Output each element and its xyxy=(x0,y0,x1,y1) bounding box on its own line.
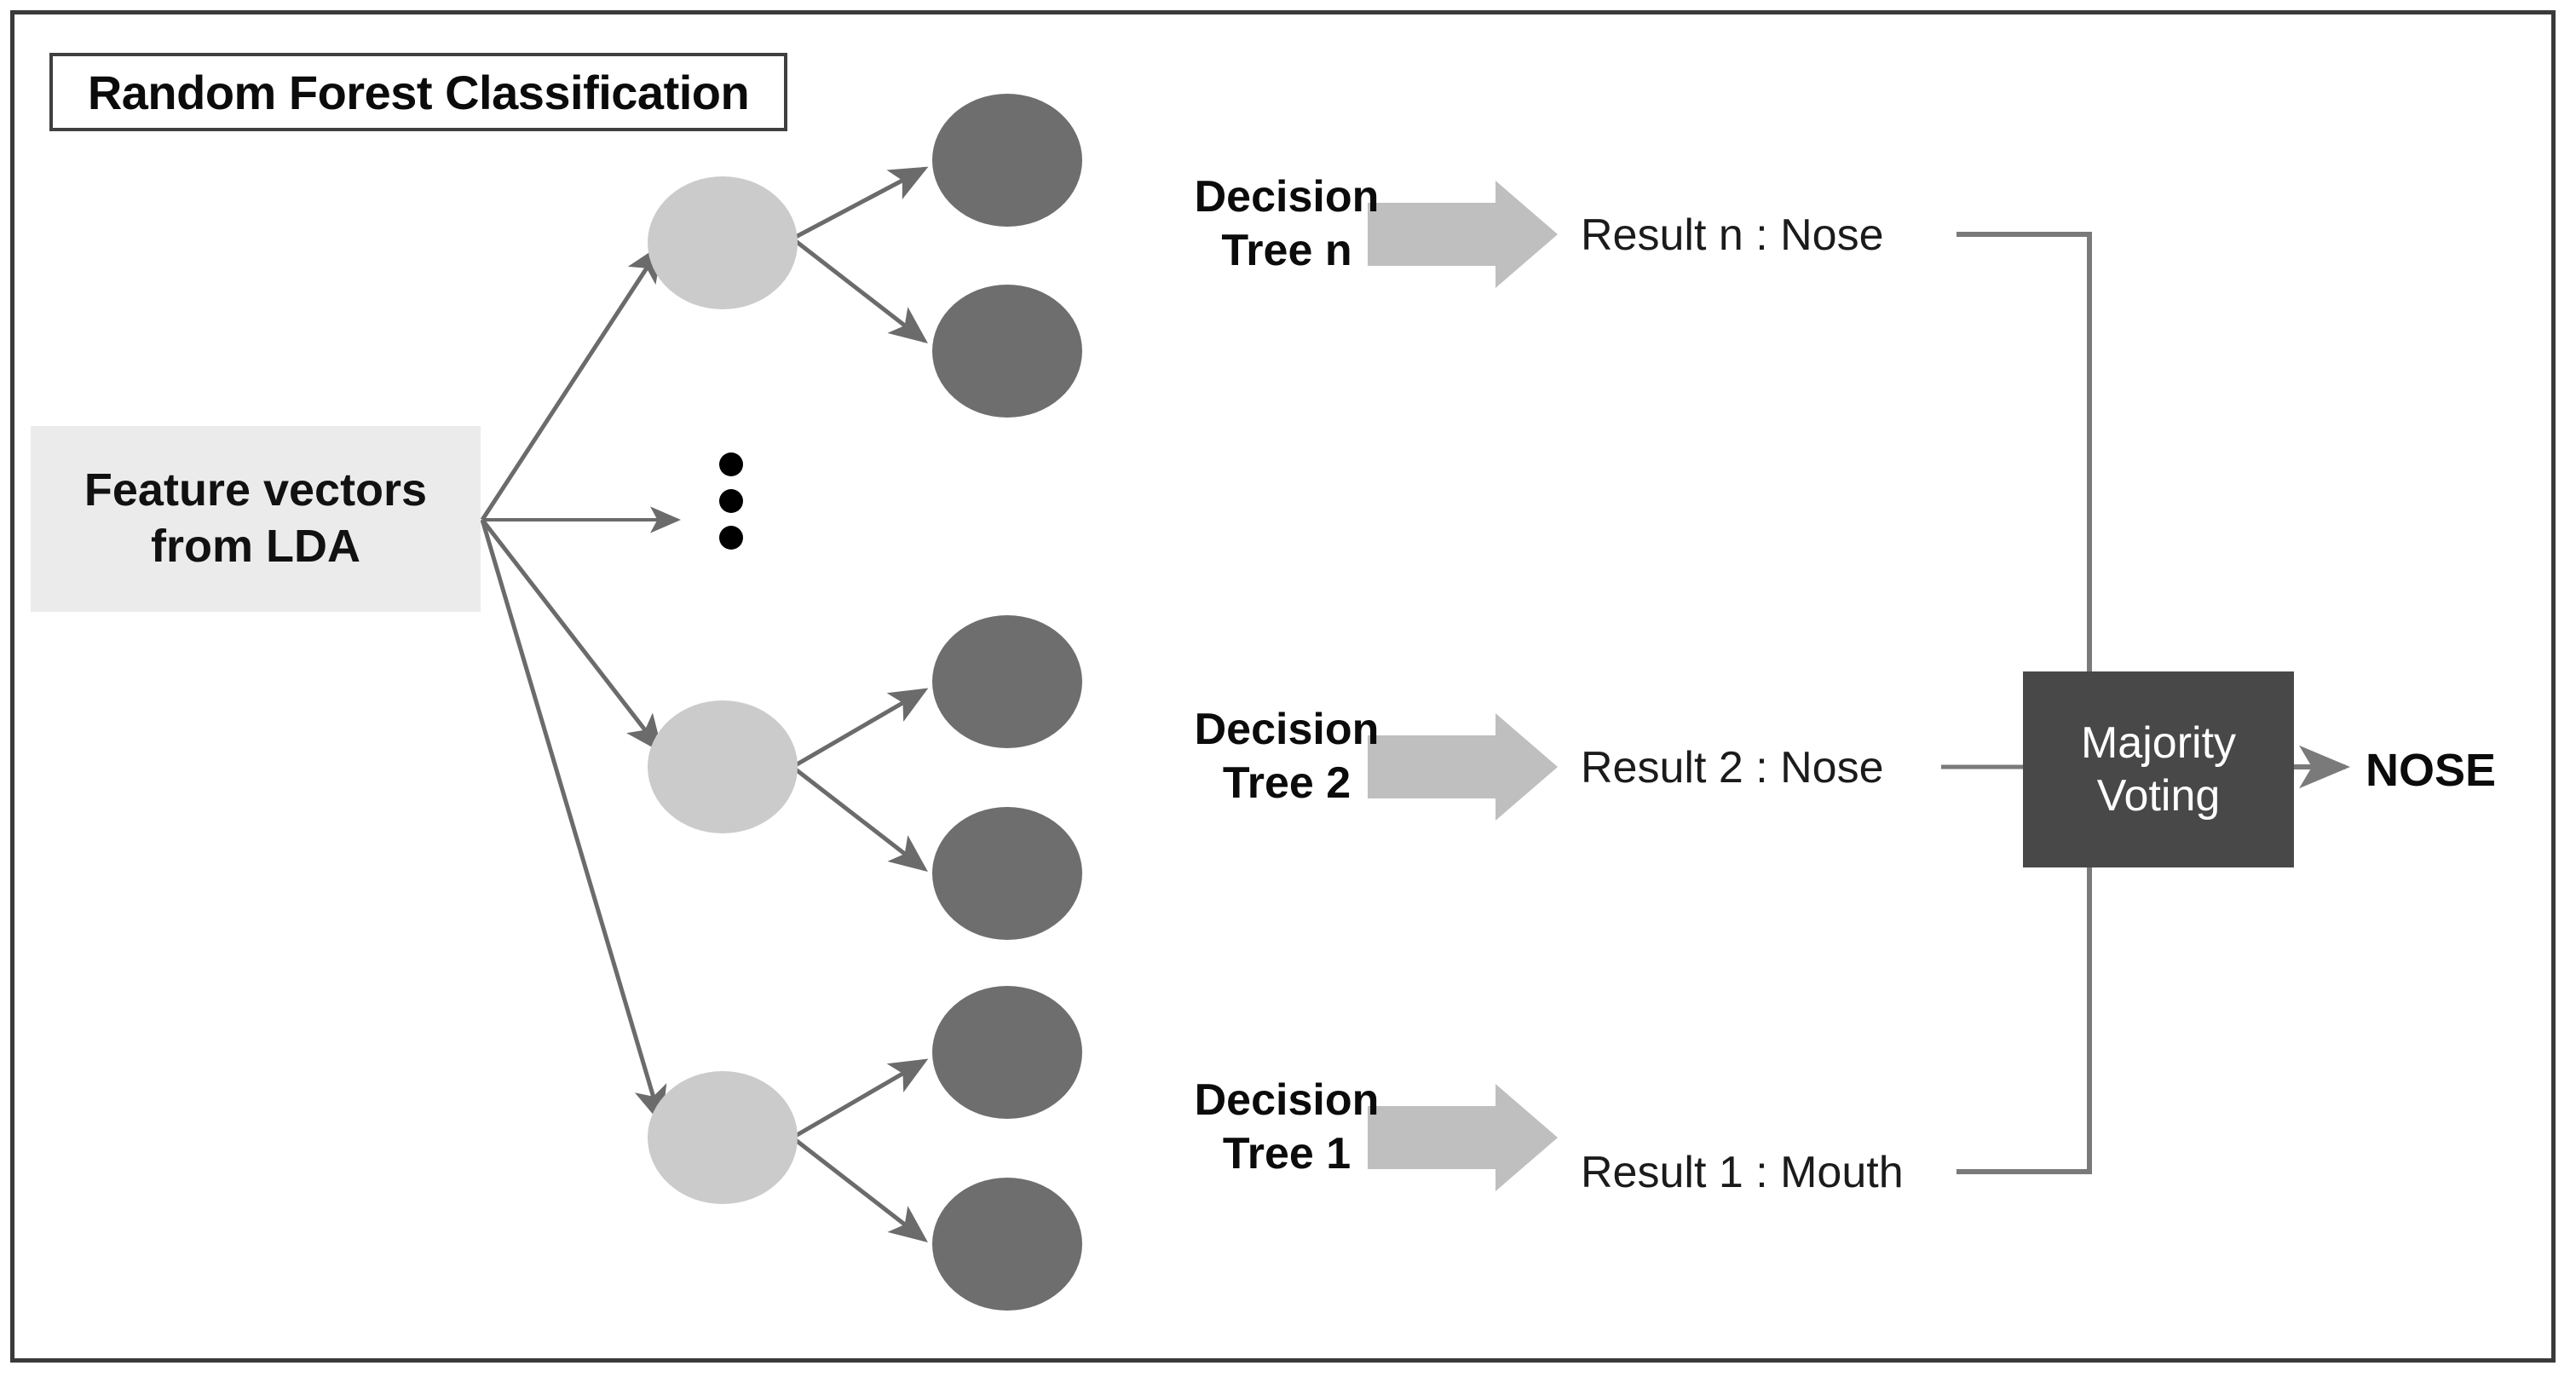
feature-vectors-line-2: from LDA xyxy=(151,521,360,572)
tree-2-child-node-2 xyxy=(932,807,1082,940)
decision-tree-2-nodes xyxy=(648,615,1082,940)
vertical-ellipsis-icon xyxy=(719,452,743,550)
decision-tree-2-label: Decision Tree 2 xyxy=(1108,703,1466,811)
majority-voting-line-1: Majority xyxy=(2080,717,2237,768)
tree-n-parent-node xyxy=(648,176,798,309)
block-arrow-tree-n xyxy=(1368,181,1558,288)
tree-n-child-node-1 xyxy=(932,94,1082,227)
decision-tree-n-label: Decision Tree n xyxy=(1108,170,1466,279)
tree-2-child-node-1 xyxy=(932,615,1082,748)
tree-1-child-node-1 xyxy=(932,986,1082,1119)
tree-n-child-node-2 xyxy=(932,285,1082,418)
page-title: Random Forest Classification xyxy=(87,65,750,119)
diagram-title-box: Random Forest Classification xyxy=(49,53,787,131)
tree-n-branch-lower xyxy=(791,237,928,344)
tree-1-branch-lower xyxy=(791,1136,928,1243)
tree-1-parent-node xyxy=(648,1071,798,1204)
decision-tree-2-label-line-2: Tree 2 xyxy=(1222,758,1351,809)
block-arrow-tree-1 xyxy=(1368,1084,1558,1191)
majority-voting-box: Majority Voting xyxy=(2023,671,2294,867)
majority-voting-line-2: Voting xyxy=(2096,771,2221,821)
tree-2-parent-node xyxy=(648,700,798,833)
tree-1-branch-upper xyxy=(791,1058,929,1140)
connector-result-1 xyxy=(1956,866,2092,1174)
decision-tree-n-label-line-2: Tree n xyxy=(1221,226,1352,276)
tree-2-branch-upper xyxy=(791,688,929,769)
result-2-label: Result 2 : Nose xyxy=(1581,743,1884,792)
fanout-arrows xyxy=(480,243,681,1125)
tree-2-branch-lower xyxy=(791,765,928,873)
decision-tree-1-label-line-1: Decision xyxy=(1194,1075,1380,1125)
decision-tree-2-label-line-1: Decision xyxy=(1194,705,1380,754)
decision-tree-n-nodes xyxy=(648,94,1082,418)
result-connectors xyxy=(1941,232,2092,1174)
feature-vectors-input-box: Feature vectors from LDA xyxy=(31,426,481,612)
decision-tree-1-label-line-2: Tree 1 xyxy=(1222,1129,1351,1179)
decision-tree-1-label: Decision Tree 1 xyxy=(1108,1074,1466,1182)
final-output-label: NOSE xyxy=(2366,745,2497,796)
tree-1-child-node-2 xyxy=(932,1178,1082,1311)
decision-tree-1-nodes xyxy=(648,986,1082,1311)
result-1-label: Result 1 : Mouth xyxy=(1581,1148,1904,1197)
fanout-arrow-tree-1 xyxy=(480,519,667,1125)
tree-n-branch-upper xyxy=(791,166,929,241)
result-n-label: Result n : Nose xyxy=(1581,210,1884,260)
block-arrows xyxy=(1368,181,1558,1191)
block-arrow-tree-2 xyxy=(1368,713,1558,821)
connector-result-n xyxy=(1956,232,2092,673)
fanout-arrow-tree-n xyxy=(480,243,663,522)
feature-vectors-line-1: Feature vectors xyxy=(84,464,428,516)
decision-tree-n-label-line-1: Decision xyxy=(1194,172,1380,222)
fanout-arrow-tree-2 xyxy=(481,518,664,753)
